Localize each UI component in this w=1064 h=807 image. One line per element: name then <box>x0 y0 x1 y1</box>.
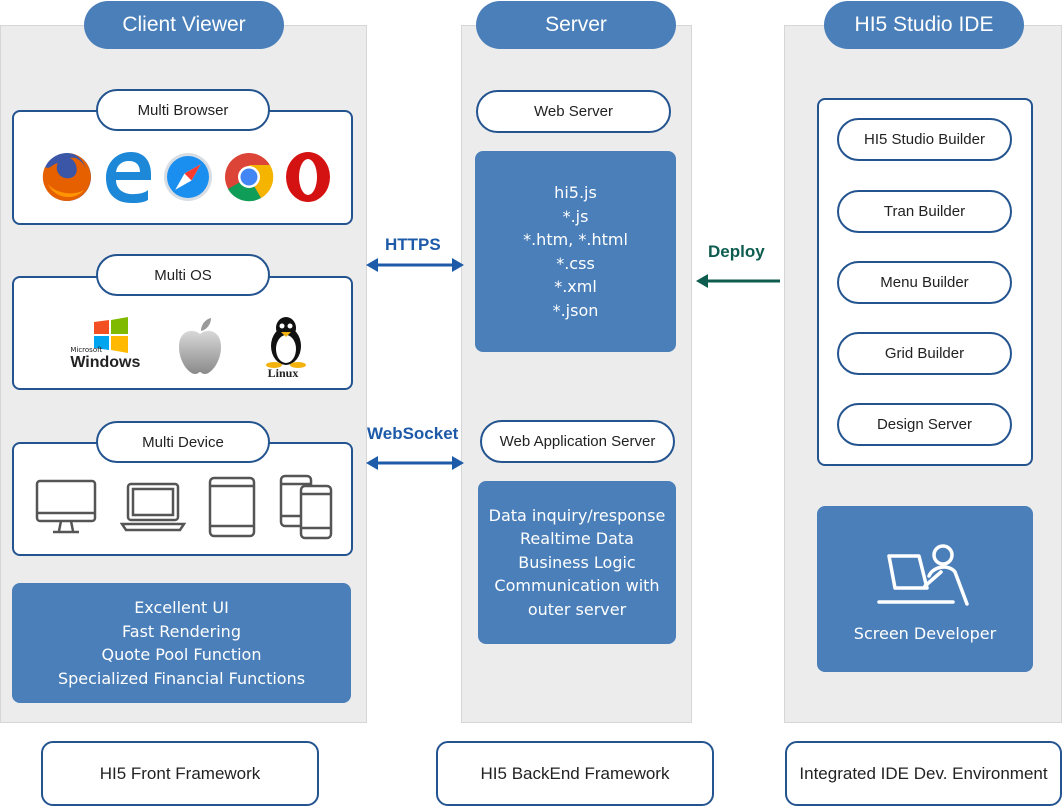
laptop-icon <box>119 480 186 534</box>
web-server-label: Web Server <box>476 90 671 133</box>
websocket-arrow <box>366 455 464 471</box>
feature-item: Fast Rendering <box>122 621 241 641</box>
feature-item: Quote Pool Function <box>101 645 262 664</box>
builder-item: Tran Builder <box>837 190 1012 233</box>
was-item: Data inquiry/response <box>488 505 666 525</box>
chrome-icon <box>223 151 275 203</box>
edge-icon <box>103 150 153 204</box>
file-type: *.xml <box>554 277 597 296</box>
device-icons <box>24 472 344 542</box>
https-arrow <box>366 257 464 273</box>
windows-icon: Microsoft Windows <box>58 316 141 376</box>
was-item: Business Logic <box>518 552 636 572</box>
feature-item: Excellent UI <box>134 598 229 617</box>
ide-environment-footer: Integrated IDE Dev. Environment <box>785 741 1062 806</box>
web-server-files-box: hi5.js *.js *.htm, *.html *.css *.xml *.… <box>475 151 676 352</box>
windows-small-text: Microsoft <box>70 346 103 354</box>
os-icons: Microsoft Windows Linux <box>40 310 330 382</box>
file-type: *.json <box>552 300 599 320</box>
multi-os-label: Multi OS <box>96 254 270 296</box>
browser-icons <box>36 145 336 209</box>
multi-browser-label: Multi Browser <box>96 89 270 131</box>
ide-title: HI5 Studio IDE <box>824 1 1024 49</box>
deploy-arrow <box>696 273 780 289</box>
client-features-box: Excellent UI Fast Rendering Quote Pool F… <box>12 583 351 703</box>
feature-item: Specialized Financial Functions <box>57 668 306 688</box>
builder-item: Grid Builder <box>837 332 1012 375</box>
was-functions-box: Data inquiry/response Realtime Data Busi… <box>478 481 676 644</box>
client-viewer-title: Client Viewer <box>84 1 284 49</box>
was-item: outer server <box>527 599 627 619</box>
multi-device-label: Multi Device <box>96 421 270 463</box>
apple-icon <box>175 316 225 376</box>
firefox-icon <box>40 150 94 204</box>
was-item: Communication with <box>494 576 660 596</box>
builder-item: HI5 Studio Builder <box>837 118 1012 161</box>
was-item: Realtime Data <box>520 529 634 549</box>
deploy-label: Deploy <box>708 242 765 261</box>
developer-icon <box>877 542 973 608</box>
builder-item: Design Server <box>837 403 1012 446</box>
phones-icon <box>279 474 333 540</box>
screen-developer-box: Screen Developer <box>817 506 1033 672</box>
desktop-icon <box>35 479 97 535</box>
file-type: *.css <box>556 253 595 273</box>
file-type: *.htm, *.html <box>523 230 628 249</box>
websocket-label: WebSocket <box>367 424 459 443</box>
tablet-icon <box>208 476 256 538</box>
linux-text: Linux <box>267 366 299 380</box>
opera-icon <box>284 150 332 204</box>
windows-text: Windows <box>70 354 141 371</box>
front-framework-footer: HI5 Front Framework <box>41 741 319 806</box>
screen-developer-label: Screen Developer <box>853 624 997 643</box>
file-type: hi5.js <box>554 183 597 202</box>
file-type: *.js <box>562 206 589 226</box>
builder-item: Menu Builder <box>837 261 1012 304</box>
backend-framework-footer: HI5 BackEnd Framework <box>436 741 714 806</box>
server-title: Server <box>476 1 676 49</box>
linux-icon: Linux <box>262 314 312 380</box>
safari-icon <box>162 151 214 203</box>
was-label: Web Application Server <box>480 420 675 463</box>
https-label: HTTPS <box>385 235 441 254</box>
